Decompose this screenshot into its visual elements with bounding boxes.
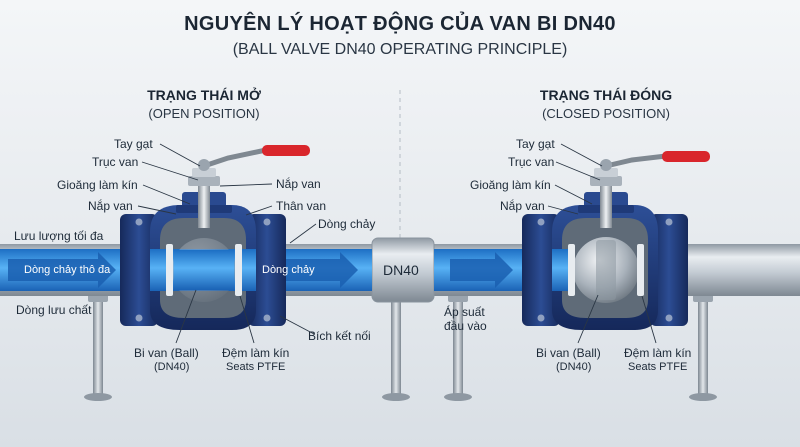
label-handle-closed: Tay gạt (516, 137, 555, 151)
leader-lines (137, 143, 657, 344)
label-bonnet-closed: Nắp van (500, 199, 545, 213)
label-stem-closed: Trục van (508, 155, 555, 169)
label-bonnet-open-left: Nắp van (88, 199, 133, 213)
label-gasket-closed: Gioăng làm kín (470, 178, 551, 192)
label-seat-closed: Đệm làm kín (624, 346, 692, 360)
label-flow-open: Dòng chảy (318, 217, 376, 231)
label-bonnet-open-right: Nắp van (276, 177, 321, 191)
label-seat-material-open: Seats PTFE (226, 361, 286, 373)
label-flange: Bích kết nối (308, 329, 371, 343)
label-stem-open: Trục van (92, 155, 139, 169)
open-valve (120, 145, 310, 330)
closed-subheading: (CLOSED POSITION) (542, 106, 670, 121)
label-ball-closed: Bi van (Ball) (536, 346, 601, 360)
label-ball-open: Bi van (Ball) (134, 346, 199, 360)
closed-valve (522, 151, 710, 330)
pipe-size-label: DN40 (383, 262, 419, 278)
open-subheading: (OPEN POSITION) (148, 106, 260, 121)
flow-text-left: Dòng chảy thô đa (24, 264, 111, 276)
page-title: NGUYÊN LÝ HOẠT ĐỘNG CỦA VAN BI DN40 (184, 13, 616, 35)
label-gasket-open: Gioăng làm kín (57, 178, 138, 192)
label-seat-open: Đệm làm kín (222, 346, 290, 360)
label-pressure-2: đầu vào (444, 319, 487, 333)
open-heading: TRẠNG THÁI MỞ (147, 87, 261, 103)
label-max-flow: Lưu lượng tối đa (14, 229, 104, 243)
page-subtitle: (BALL VALVE DN40 OPERATING PRINCIPLE) (232, 41, 568, 58)
label-seat-material-closed: Seats PTFE (628, 361, 688, 373)
closed-heading: TRẠNG THÁI ĐÓNG (539, 87, 673, 103)
label-ball-size-open: (DN40) (154, 361, 190, 373)
label-ball-size-closed: (DN40) (556, 361, 592, 373)
label-handle-open: Tay gạt (114, 137, 153, 151)
label-pressure: Áp suất (444, 305, 485, 319)
flow-text-right: Dòng chảy (262, 264, 315, 276)
label-body-open: Thân van (276, 199, 327, 213)
label-fluid: Dòng lưu chất (16, 303, 92, 317)
